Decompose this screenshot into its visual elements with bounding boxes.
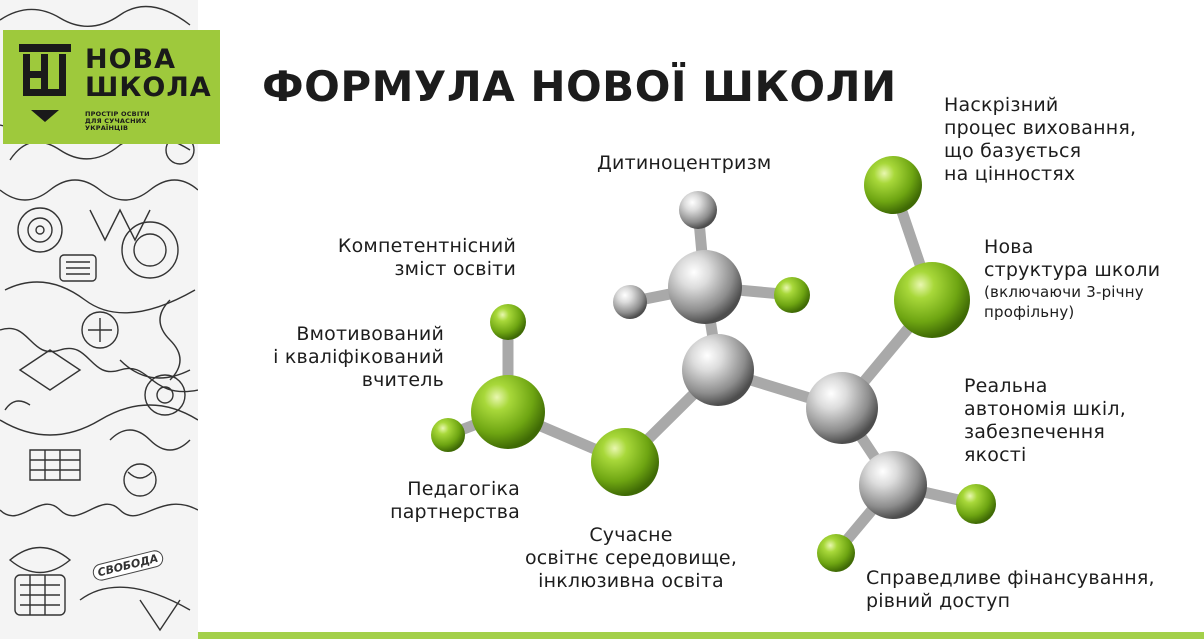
label-upbringing: Наскрізний процес виховання, що базуєтьс… — [944, 94, 1137, 185]
nova-shkola-logo: НОВА ШКОЛА ПРОСТІР ОСВІТИ ДЛЯ СУЧАСНИХ У… — [3, 30, 220, 144]
bottom-accent-line — [198, 632, 1204, 639]
doodle-pattern — [0, 5, 198, 632]
label-child-centrism: Дитиноцентризм — [597, 152, 772, 174]
atom-gray-upper — [668, 250, 742, 324]
atom-gray-top — [679, 191, 717, 229]
atom-gray-right — [806, 372, 878, 444]
logo-subtitle-line2: ДЛЯ СУЧАСНИХ — [85, 117, 147, 125]
molecule-atoms — [431, 156, 996, 572]
atom-green-large-left — [471, 375, 545, 449]
logo-title-line2: ШКОЛА — [85, 72, 212, 103]
label-autonomy: Реальна автономія шкіл, забезпечення яко… — [964, 375, 1126, 466]
label-teacher: Вмотивований і кваліфікований вчитель — [273, 323, 444, 391]
atom-gray-lower — [859, 451, 927, 519]
label-pedagogy: Педагогіка партнерства — [390, 478, 520, 523]
logo-subtitle-line3: УКРАЇНЦІВ — [85, 124, 129, 132]
logo-subtitle-line1: ПРОСТІР ОСВІТИ — [85, 110, 150, 118]
logo-title-line1: НОВА — [85, 44, 177, 75]
logo-mark-icon — [19, 44, 71, 122]
atom-gray-center — [682, 334, 754, 406]
atom-green-left — [431, 418, 465, 452]
slide-title: ФОРМУЛА НОВОЇ ШКОЛИ — [262, 62, 897, 111]
atom-green-environment — [591, 428, 659, 496]
atom-green-right-small — [774, 277, 810, 313]
atom-green-structure — [894, 262, 970, 338]
label-competent-content: Компетентнісний зміст освіти — [337, 235, 516, 280]
atom-green-financing — [817, 534, 855, 572]
atom-green-teacher-top — [490, 304, 526, 340]
label-environment: Сучасне освітнє середовище, інклюзивна о… — [524, 524, 738, 592]
label-financing: Справедливе фінансування, рівний доступ — [866, 567, 1155, 612]
atom-green-upbringing — [864, 156, 922, 214]
label-structure: Нова структура школи (включаючи 3-річну … — [984, 236, 1161, 321]
atom-green-autonomy — [956, 484, 996, 524]
atom-gray-left-small — [613, 285, 647, 319]
